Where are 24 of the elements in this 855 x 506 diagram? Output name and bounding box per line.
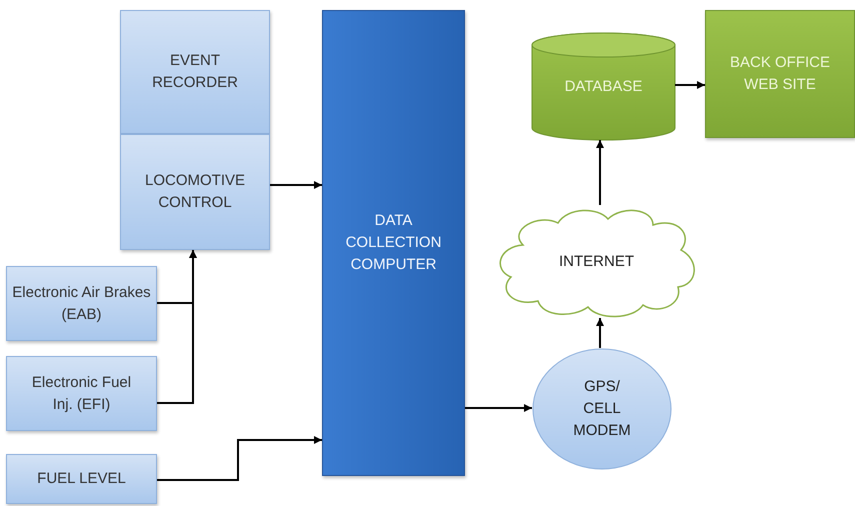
- node-label: INTERNET: [559, 252, 634, 272]
- node-label: LOCOMOTIVE CONTROL: [144, 171, 246, 213]
- process-box: [120, 10, 270, 134]
- arrow: [675, 81, 705, 89]
- node-label: Electronic Fuel Inj. (EFI): [32, 372, 132, 414]
- arrow: [596, 318, 604, 348]
- node-label: DATABASE: [564, 76, 642, 97]
- node-label: FUEL LEVEL: [37, 469, 126, 490]
- process-box: [6, 454, 157, 504]
- arrow: [157, 436, 322, 481]
- process-box: [120, 134, 270, 250]
- arrow: [157, 250, 197, 404]
- node-label: EVENT RECORDER: [151, 51, 239, 93]
- computer-box: [322, 10, 465, 476]
- arrow: [596, 140, 604, 205]
- node-label: DATA COLLECTION COMPUTER: [344, 211, 442, 275]
- node-label: BACK OFFICE WEB SITE: [728, 53, 831, 95]
- node-label: GPS/ CELL MODEM: [572, 377, 632, 441]
- process-box: [705, 10, 855, 138]
- process-box: [6, 356, 157, 431]
- arrow: [465, 404, 532, 412]
- process-box: [6, 266, 157, 341]
- arrow: [270, 181, 322, 189]
- node-label: Electronic Air Brakes (EAB): [12, 282, 152, 324]
